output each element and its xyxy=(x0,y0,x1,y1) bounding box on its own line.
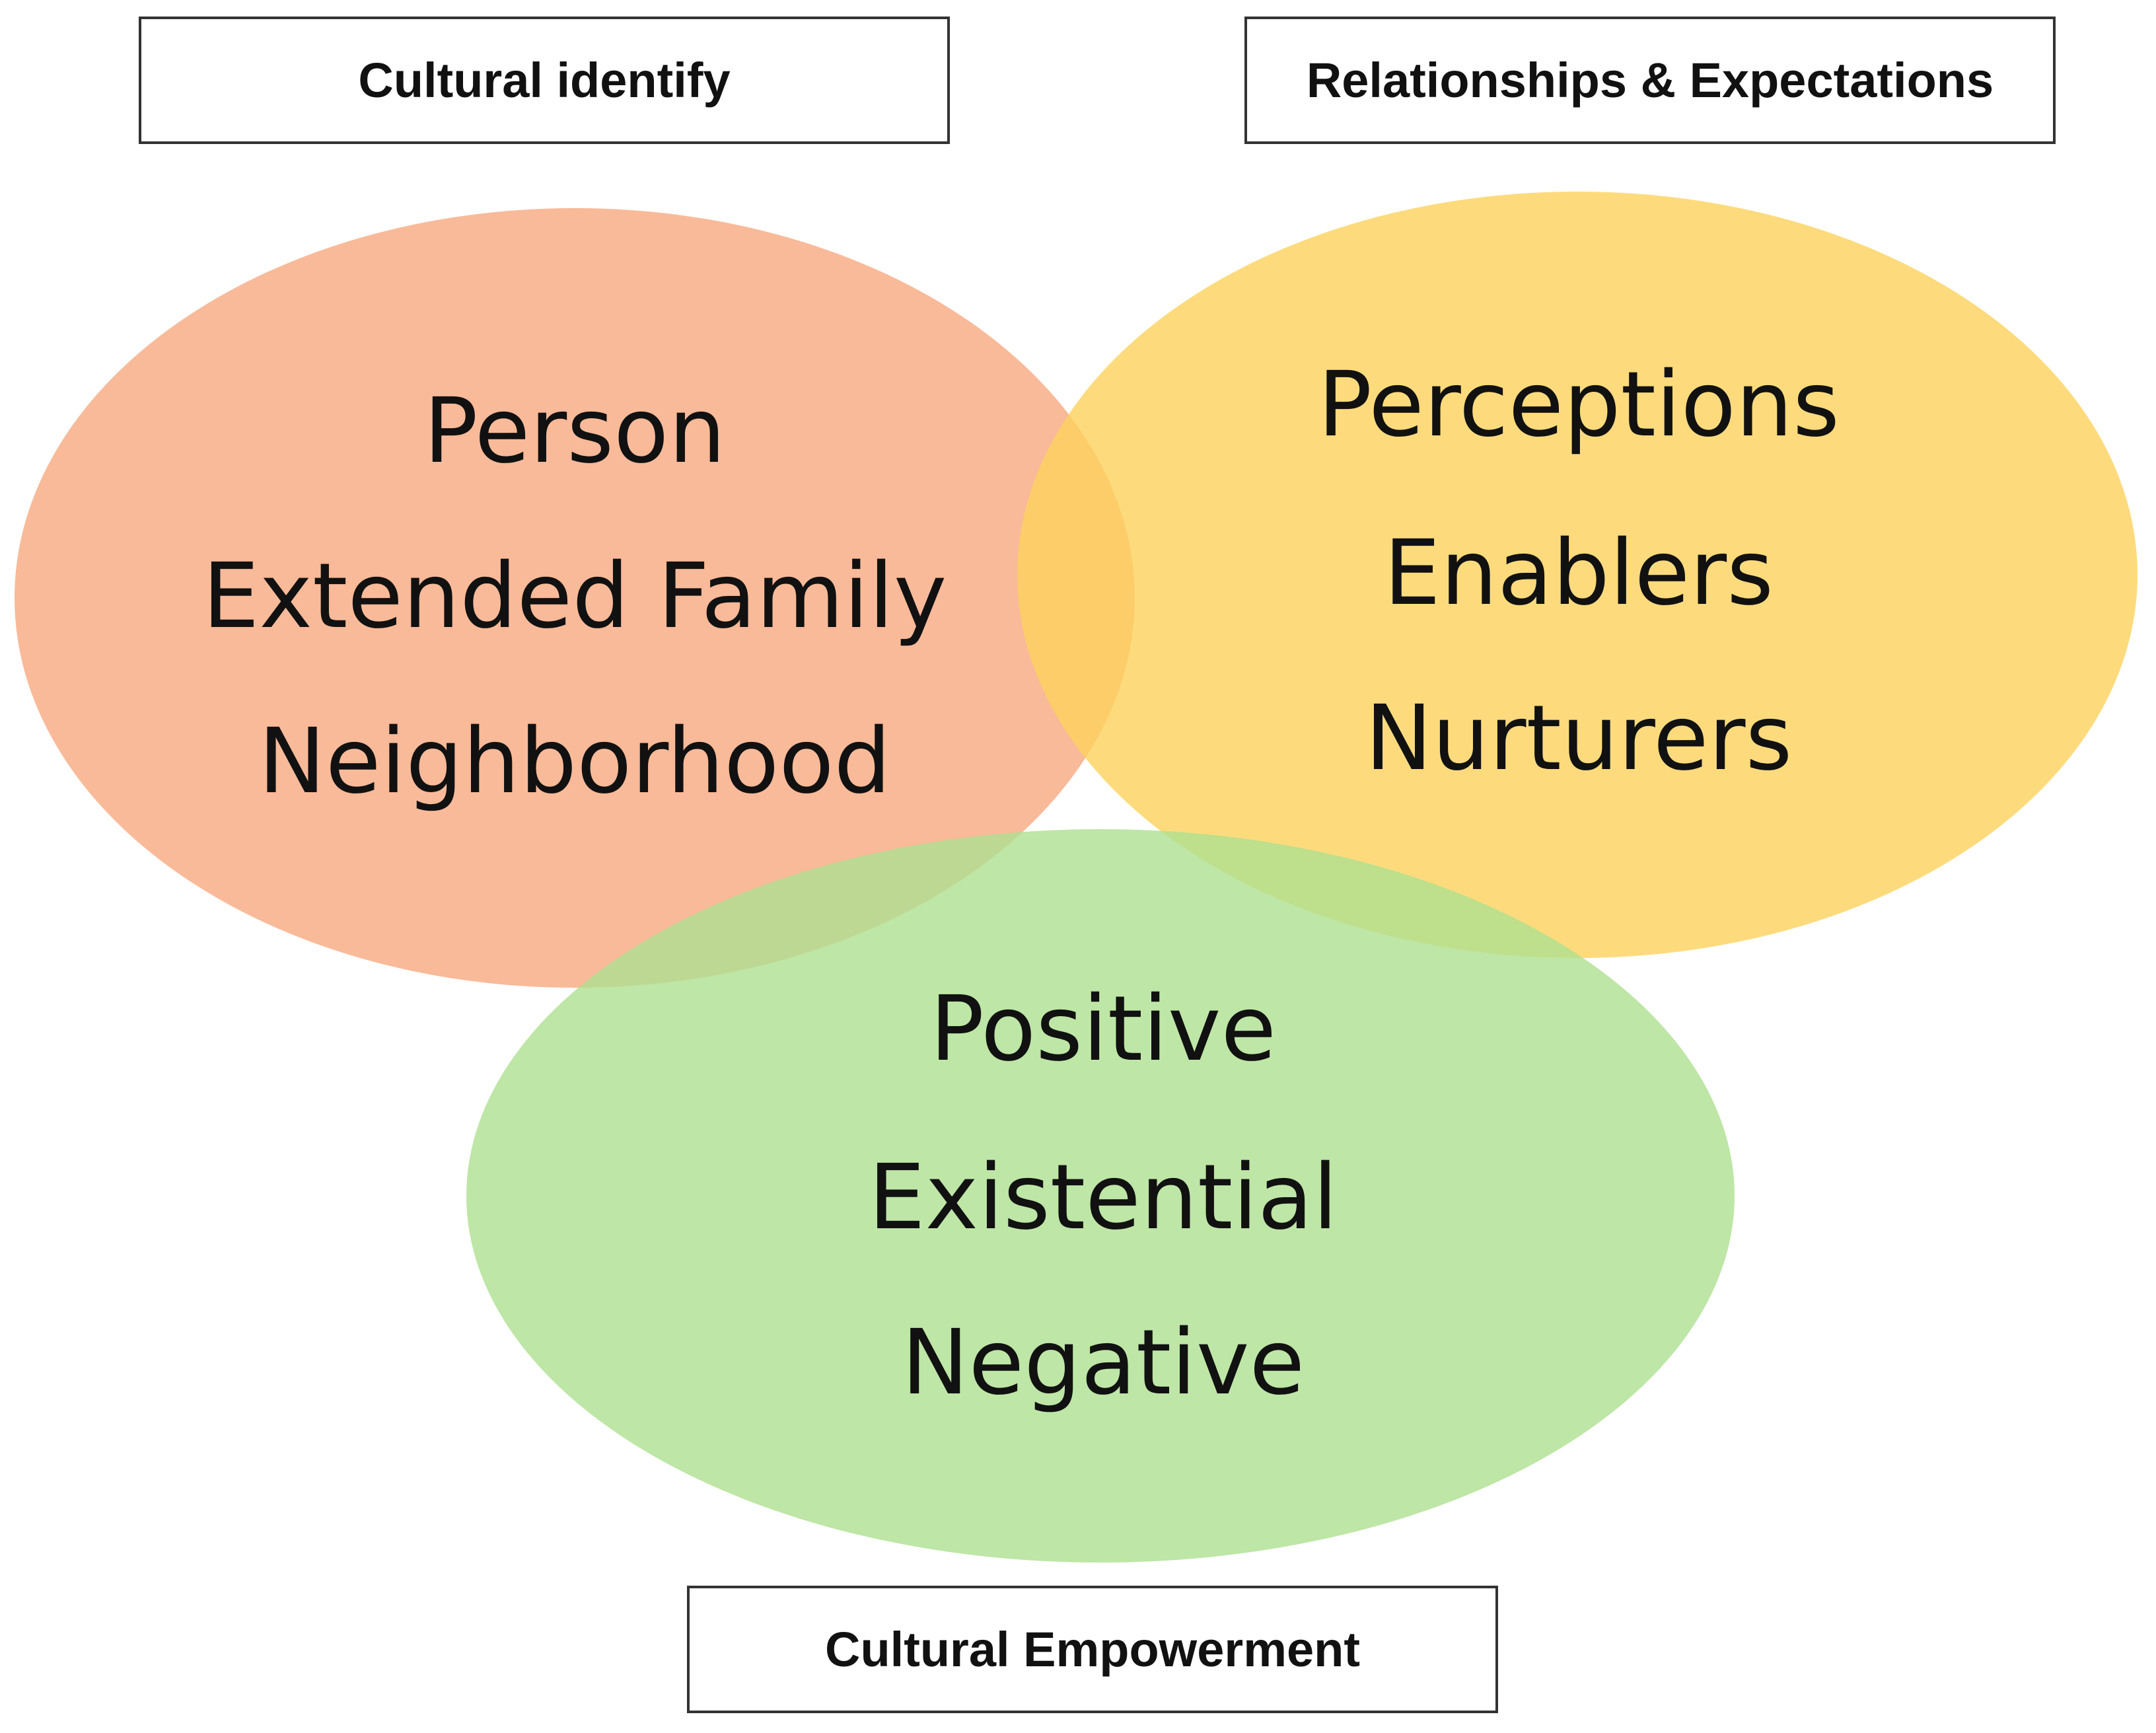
orange-item-extended-family: Extended Family xyxy=(202,544,947,649)
green-item-existential: Existential xyxy=(868,1146,1338,1250)
yellow-item-enablers: Enablers xyxy=(1383,521,1774,626)
label-relationships-expectations: Relationships & Expectations xyxy=(1244,17,2056,144)
label-cultural-identify: Cultural identify xyxy=(139,17,950,144)
label-cultural-empowerment: Cultural Empowerment xyxy=(687,1586,1498,1713)
orange-item-person: Person xyxy=(423,379,726,484)
ellipse-relationships xyxy=(1017,192,2138,958)
green-item-negative: Negative xyxy=(901,1311,1305,1415)
ellipse-cultural-empowerment xyxy=(466,829,1735,1563)
ellipse-cultural-identify xyxy=(15,208,1135,988)
orange-item-neighborhood: Neighborhood xyxy=(258,710,891,814)
yellow-item-nurturers: Nurturers xyxy=(1365,686,1793,791)
green-item-positive: Positive xyxy=(929,977,1277,1082)
yellow-item-perceptions: Perceptions xyxy=(1318,353,1840,457)
